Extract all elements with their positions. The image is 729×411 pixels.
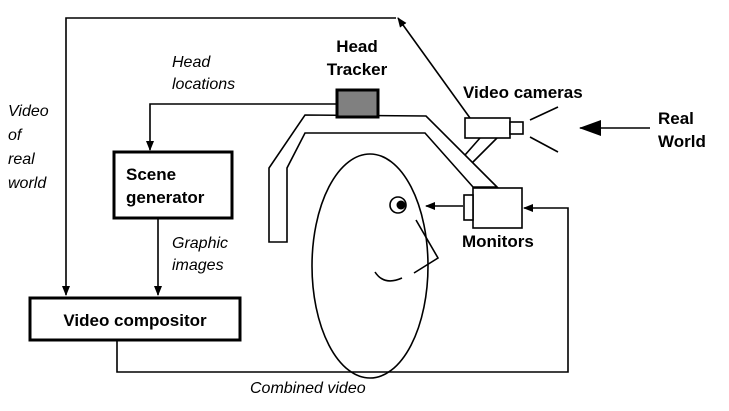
monitor-screen: [463, 194, 474, 221]
combined-video-arrow: [116, 204, 569, 373]
scene-generator-box: [112, 150, 234, 220]
camera-output-arrow: [397, 17, 471, 119]
camera-view-ray: [529, 136, 559, 153]
video-compositor-label: Video compositor: [63, 311, 207, 330]
nose: [413, 219, 440, 274]
pupil: [396, 200, 406, 210]
head-tracker-box: [335, 88, 380, 119]
head: [311, 153, 429, 379]
camera-strut: [464, 137, 481, 156]
video-cameras-label: Video cameras: [463, 83, 583, 102]
video-of-real-world-arrow: [62, 17, 396, 296]
mouth: [374, 271, 403, 282]
camera-lens: [509, 121, 524, 135]
camera-view-ray: [529, 106, 559, 121]
monitors-label: Monitors: [462, 232, 534, 251]
camera-strut: [472, 137, 498, 163]
video-camera-icon: [464, 117, 511, 139]
video-compositor-box: [28, 296, 242, 342]
monitor-icon: [472, 187, 523, 229]
combined-video-label: Combined video: [250, 380, 366, 397]
head-locations-arrow: [146, 103, 337, 151]
headset: [268, 114, 499, 243]
